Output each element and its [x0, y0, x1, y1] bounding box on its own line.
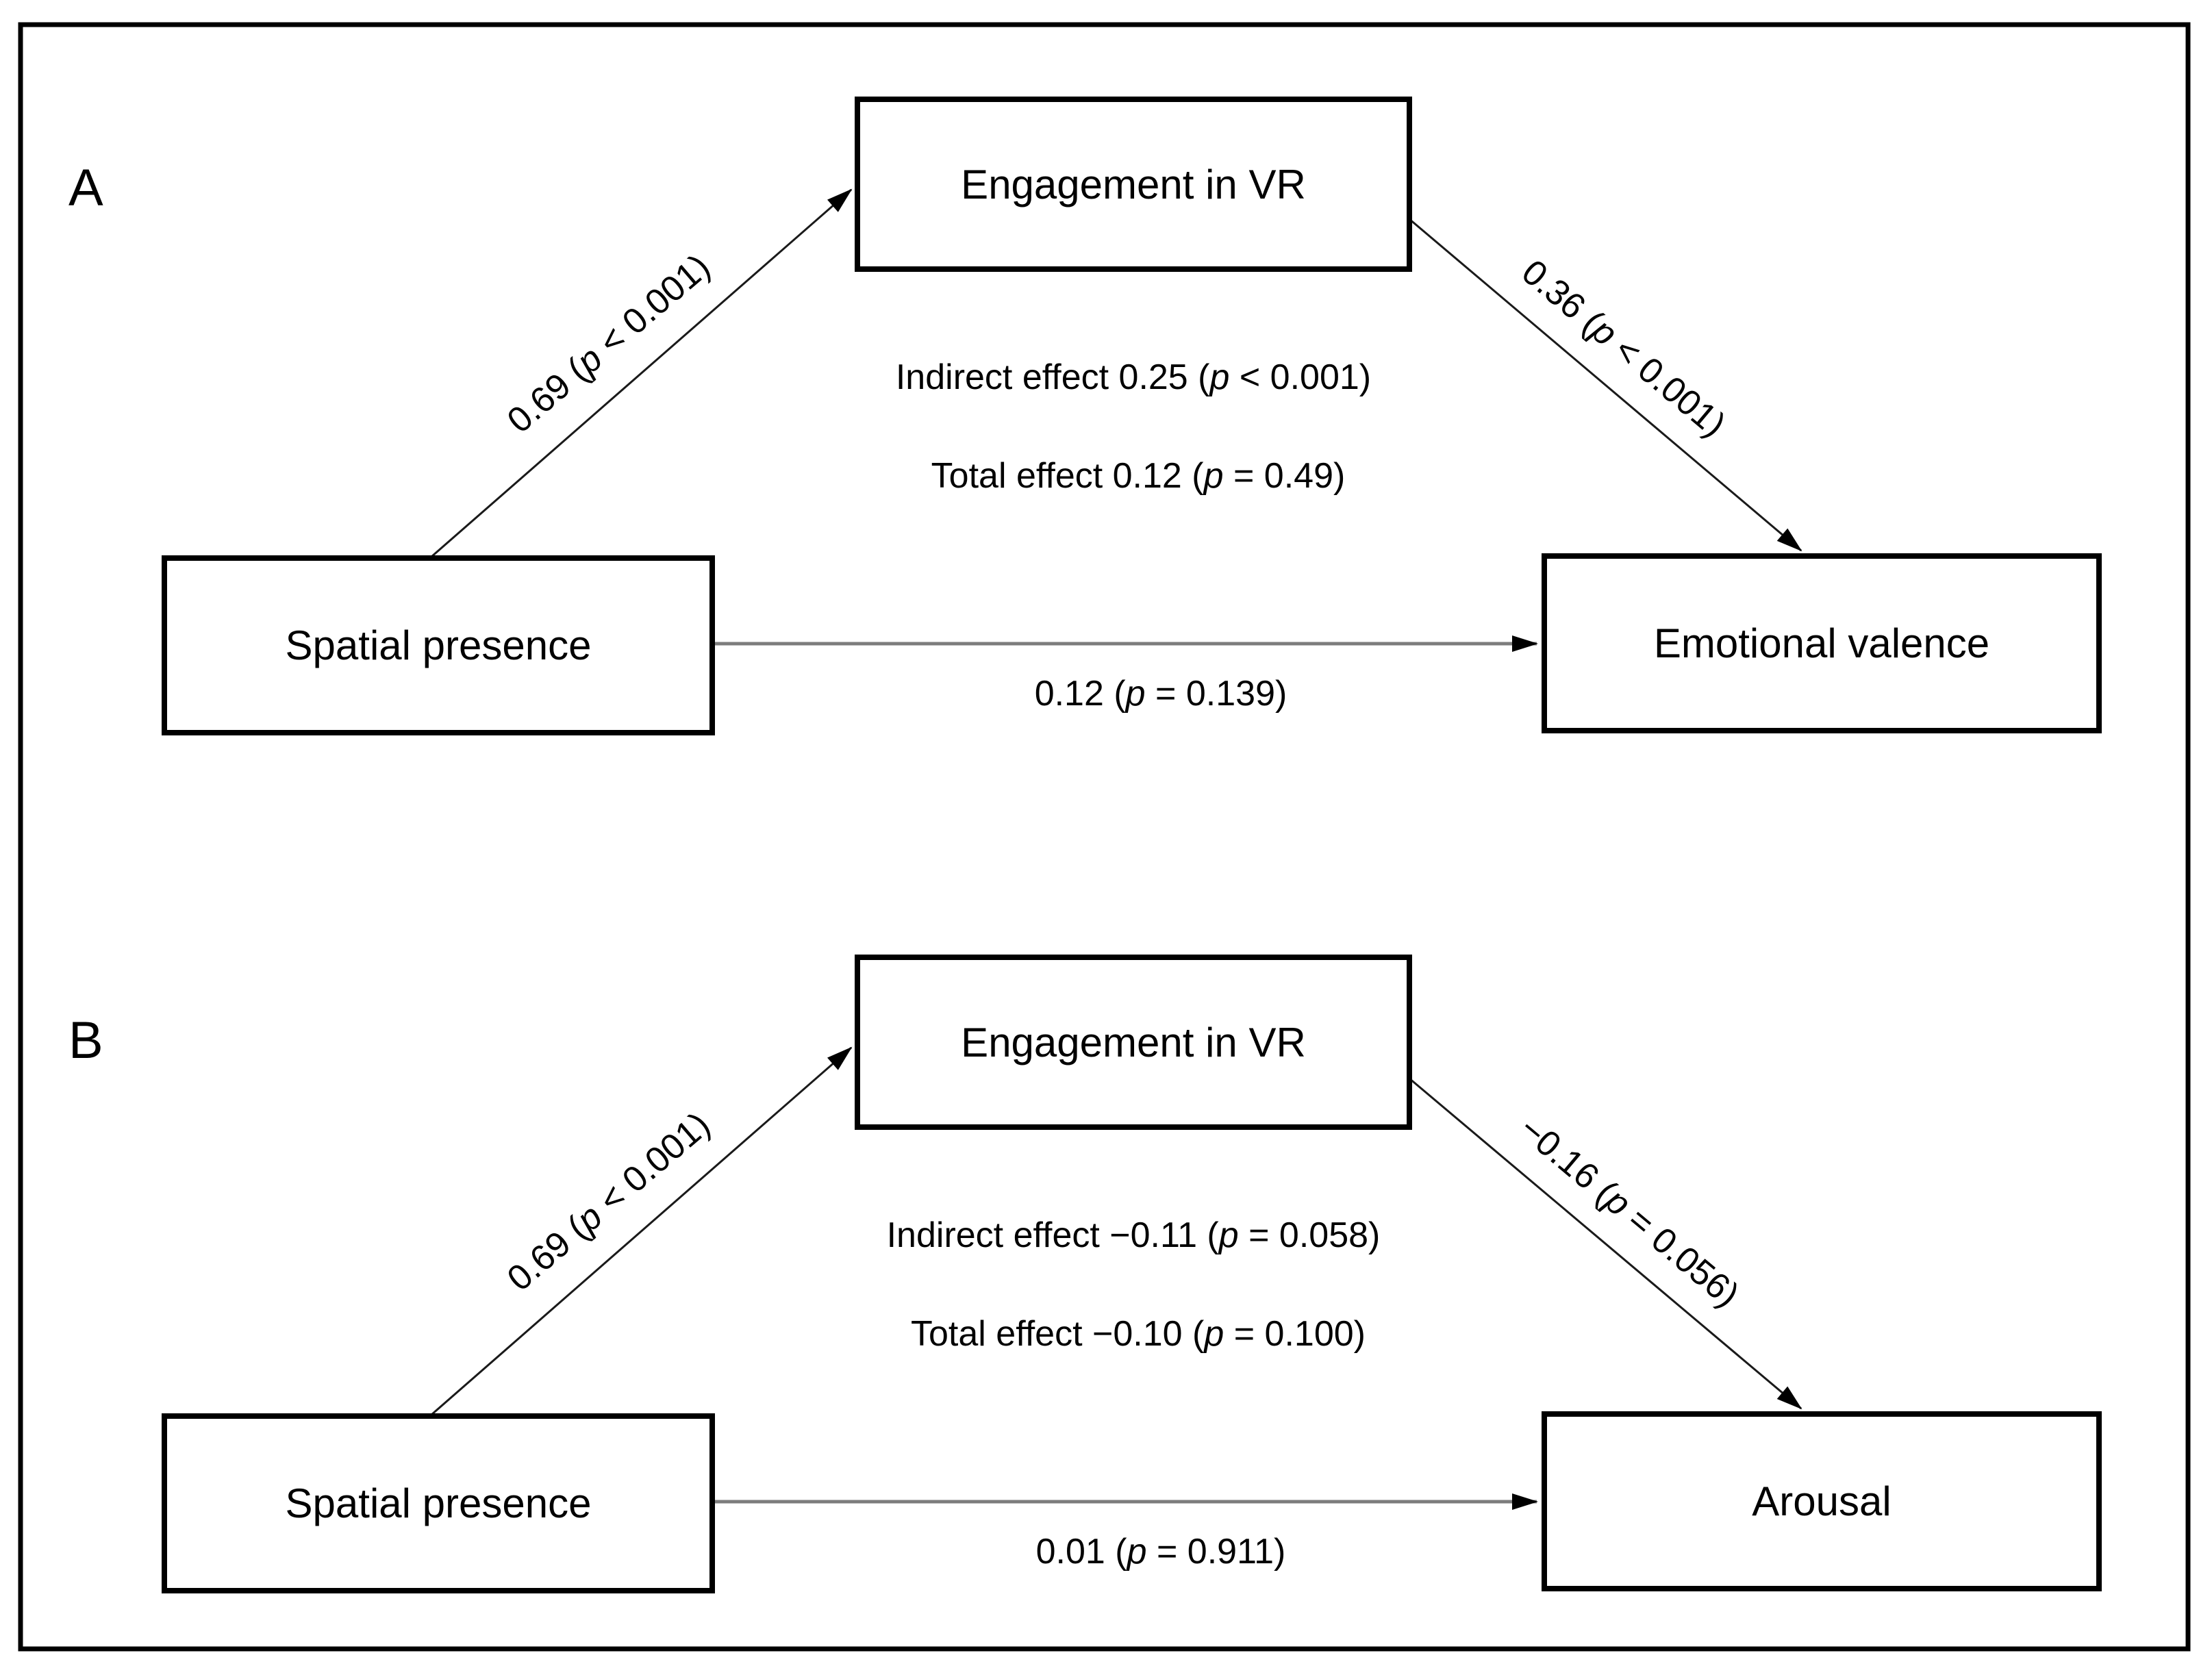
panel-letter: A	[68, 159, 103, 217]
outcome-box	[1542, 1411, 2102, 1591]
outcome-label: Arousal	[1752, 1478, 1891, 1524]
figure-border	[18, 22, 2191, 1652]
mediator-label: Engagement in VR	[961, 1020, 1306, 1065]
predictor-label: Spatial presence	[286, 622, 592, 668]
direct-effect-label: 0.01 (p = 0.911)	[1036, 1532, 1286, 1572]
direct-effect-label: 0.12 (p = 0.139)	[1035, 674, 1287, 714]
predictor-box	[162, 555, 715, 735]
mediator-label: Engagement in VR	[961, 162, 1306, 207]
total-effect-text: Total effect 0.12 (p = 0.49)	[931, 456, 1346, 496]
outcome-label: Emotional valence	[1654, 620, 1989, 666]
path-b-arrow	[1409, 1077, 1802, 1410]
path-b-arrow	[1409, 218, 1802, 552]
mediator-box	[855, 955, 1412, 1130]
path-a-arrow	[431, 1046, 853, 1416]
mediator-box	[855, 97, 1412, 272]
indirect-effect-text: Indirect effect −0.11 (p = 0.058)	[887, 1215, 1381, 1255]
predictor-box	[162, 1413, 715, 1593]
indirect-effect-text: Indirect effect 0.25 (p < 0.001)	[896, 357, 1371, 397]
outcome-box	[1542, 553, 2102, 733]
path-a-arrow	[431, 188, 853, 558]
panel-letter: B	[68, 1011, 103, 1070]
total-effect-text: Total effect −0.10 (p = 0.100)	[911, 1314, 1366, 1354]
predictor-label: Spatial presence	[286, 1480, 592, 1526]
